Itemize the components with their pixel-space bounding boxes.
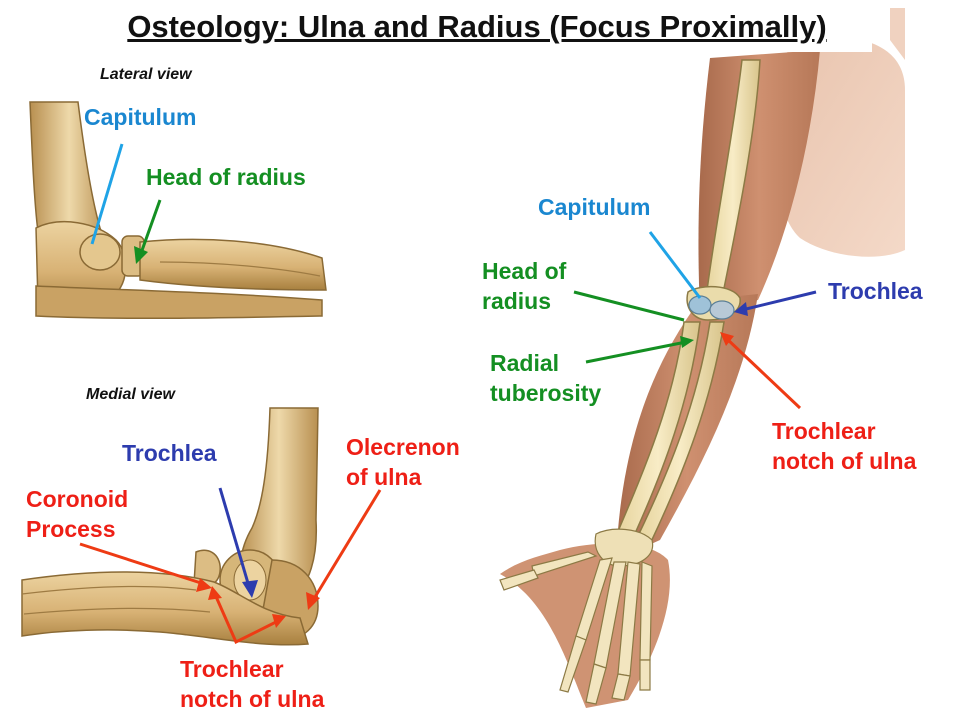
label-trochlear-notch-arm: Trochlear notch of ulna <box>772 416 916 476</box>
label-capitulum-lateral: Capitulum <box>84 104 197 130</box>
lateral-view-label: Lateral view <box>100 66 192 83</box>
label-radial-tuberosity-line1: Radial <box>490 350 560 376</box>
arm-illustration <box>499 8 905 708</box>
label-coronoid-line1: Coronoid <box>26 486 129 512</box>
leader-head-of-radius-lateral <box>138 199 162 257</box>
label-radial-tuberosity-line2: tuberosity <box>490 380 602 406</box>
label-olecrenon: Olecrenon of ulna <box>346 432 460 492</box>
leader-head-of-radius-arm <box>573 290 685 322</box>
label-trochlea-medial: Trochlea <box>122 440 217 466</box>
arrowhead-olecrenon <box>306 592 320 610</box>
arrowhead-trochlear-notch-b <box>272 614 286 628</box>
arrowhead-coronoid <box>196 578 212 592</box>
lateral-view-illustration <box>29 101 327 320</box>
label-coronoid-line2: Process <box>26 516 116 542</box>
leader-lines <box>79 143 817 645</box>
label-trochlear-notch-arm-line2: notch of ulna <box>772 448 917 474</box>
leader-radial-tuberosity <box>585 340 687 364</box>
leader-olecrenon <box>310 489 382 603</box>
label-trochlear-notch-medial-line2: notch of ulna <box>180 686 325 712</box>
label-trochlea-arm: Trochlea <box>828 278 923 304</box>
leader-capitulum-arm <box>648 231 702 299</box>
leader-trochlea-arm <box>741 290 817 312</box>
leader-coronoid <box>79 542 205 586</box>
leader-capitulum-lateral <box>90 143 124 245</box>
page-title: Osteology: Ulna and Radius (Focus Proxim… <box>82 4 872 52</box>
label-radial-tuberosity: Radial tuberosity <box>490 348 601 408</box>
arrowhead-trochlear-notch-a <box>208 586 222 600</box>
label-trochlear-notch-medial-line1: Trochlear <box>180 656 284 682</box>
label-head-of-radius-lateral: Head of radius <box>146 164 306 190</box>
leader-trochlear-notch-medial <box>212 591 281 645</box>
label-head-of-radius-arm: Head of radius <box>482 256 566 316</box>
label-olecrenon-line1: Olecrenon <box>346 434 460 460</box>
medial-view-label: Medial view <box>86 386 175 403</box>
label-head-of-radius-arm-line1: Head of <box>482 258 567 284</box>
arrowhead-radial-tuberosity <box>680 336 694 348</box>
arrowhead-trochlear-notch-arm <box>720 332 734 346</box>
medial-view-illustration <box>21 407 319 646</box>
leader-trochlea-medial <box>218 487 252 591</box>
arrowhead-trochlea-medial <box>242 580 258 598</box>
leader-trochlear-notch-arm <box>724 336 802 410</box>
arrowhead-trochlea-arm <box>734 302 748 316</box>
arrowhead-head-of-radius-lateral <box>134 246 148 264</box>
label-olecrenon-line2: of ulna <box>346 464 422 490</box>
label-trochlear-notch-medial: Trochlear notch of ulna <box>180 654 324 714</box>
label-coronoid-process: Coronoid Process <box>26 484 128 544</box>
label-trochlear-notch-arm-line1: Trochlear <box>772 418 876 444</box>
label-head-of-radius-arm-line2: radius <box>482 288 552 314</box>
label-capitulum-arm: Capitulum <box>538 194 651 220</box>
